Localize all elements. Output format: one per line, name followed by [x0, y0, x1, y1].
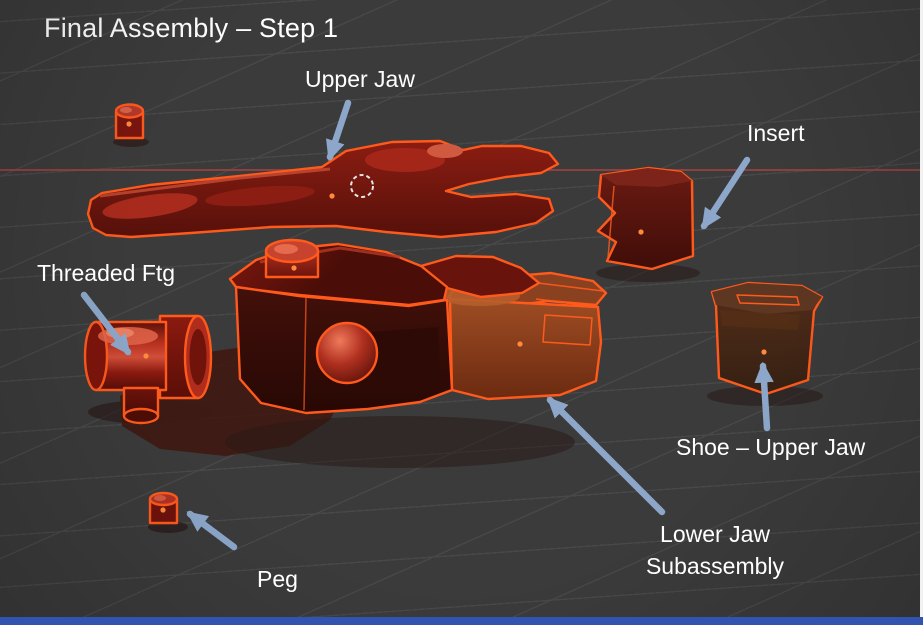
- peg-top-part[interactable]: [114, 103, 145, 140]
- origin-dot: [329, 193, 335, 199]
- label-insert: Insert: [747, 120, 805, 146]
- origin-dot: [143, 353, 149, 359]
- origin-dot: [126, 121, 132, 127]
- label-lower-jaw-line1: Lower Jaw: [660, 521, 770, 547]
- annotation-arrows: [80, 99, 774, 551]
- shoe-arrow: [754, 361, 774, 432]
- peg-arrow: [186, 510, 238, 551]
- lower-jaw-arrow: [546, 396, 666, 516]
- label-peg: Peg: [257, 566, 298, 592]
- upper-jaw-arrow: [326, 99, 352, 162]
- label-threaded-ftg: Threaded Ftg: [37, 260, 176, 286]
- shoe-upper-jaw-part[interactable]: [710, 281, 824, 396]
- origin-dot: [291, 265, 297, 271]
- bottom-accent-bar: [0, 617, 923, 625]
- threaded-ftg-part[interactable]: [83, 314, 213, 425]
- origin-dot: [160, 507, 166, 513]
- label-lower-jaw-line2: Subassembly: [645, 553, 785, 579]
- insert-arrow: [700, 156, 751, 230]
- label-upper-jaw: Upper Jaw: [305, 66, 415, 92]
- page-title: Final Assembly – Step 1: [44, 13, 339, 43]
- origin-dot: [517, 341, 523, 347]
- lower-jaw-subassembly-part[interactable]: [228, 238, 608, 415]
- right-border-strip: [920, 0, 923, 625]
- origin-dot: [638, 229, 644, 235]
- origin-dot: [761, 349, 767, 355]
- peg-part[interactable]: [148, 491, 179, 525]
- insert-part[interactable]: [596, 166, 695, 271]
- 3d-cursor: [350, 174, 374, 198]
- label-shoe-upper-jaw: Shoe – Upper Jaw: [676, 434, 866, 460]
- upper-jaw-part[interactable]: [86, 139, 560, 239]
- label-lower-jaw-subassembly: Lower Jaw Subassembly: [610, 518, 820, 582]
- threaded-ftg-arrow: [80, 291, 132, 356]
